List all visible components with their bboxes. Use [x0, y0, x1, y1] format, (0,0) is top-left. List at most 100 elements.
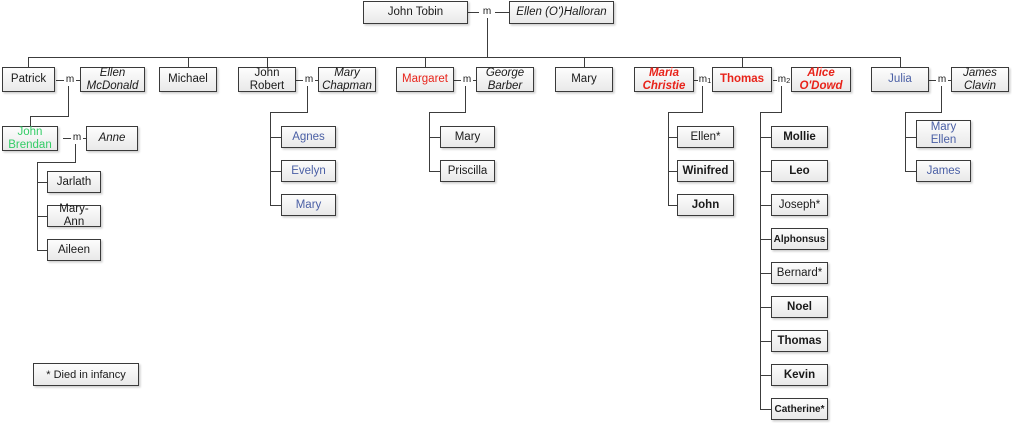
connector-patrick-marriage-left: [56, 80, 65, 81]
person-john-robert[interactable]: John Robert: [238, 67, 296, 92]
connector-jb-child-jarlath: [37, 182, 47, 183]
connector-patrick-marriage-right: [75, 80, 80, 81]
person-patrick[interactable]: Patrick: [2, 67, 55, 92]
connector-m1-child-john: [668, 205, 677, 206]
person-john-child[interactable]: John: [677, 194, 734, 216]
person-george-barber[interactable]: George Barber: [476, 67, 534, 92]
connector-m2-children-bar: [760, 112, 782, 113]
connector-gen1-right: [495, 12, 509, 13]
connector-mg-marriage-right: [472, 80, 476, 81]
connector-patrick-children-bar: [30, 116, 69, 117]
connector-m2-child-catherine: [760, 409, 771, 410]
person-joseph[interactable]: Joseph*: [771, 194, 828, 216]
person-ellen-child[interactable]: Ellen*: [677, 126, 734, 148]
connector-m2-child-bernard: [760, 273, 771, 274]
connector-m1-left: [694, 80, 700, 81]
connector-ju-child-james: [905, 171, 916, 172]
connector-m1-children-trunk: [668, 112, 669, 205]
connector-jr-child-mary: [270, 205, 281, 206]
connector-jb-children-drop: [75, 144, 76, 162]
person-julia[interactable]: Julia: [871, 67, 929, 92]
connector-patrick-children-drop: [68, 86, 69, 116]
person-ellen-mcdonald[interactable]: Ellen McDonald: [80, 67, 145, 92]
person-james-clavin[interactable]: James Clavin: [951, 67, 1009, 92]
person-mary-jr[interactable]: Mary: [281, 194, 336, 216]
marriage-label-john-robert: m: [303, 74, 315, 85]
person-mary-ellen[interactable]: Mary Ellen: [916, 120, 971, 148]
connector-mg-children-trunk: [429, 112, 430, 171]
person-catherine[interactable]: Catherine*: [771, 398, 828, 420]
connector-mg-child-mary: [429, 137, 440, 138]
person-alphonsus[interactable]: Alphonsus: [771, 228, 828, 250]
connector-jb-child-maryann: [37, 216, 47, 217]
connector-m2-child-noel: [760, 307, 771, 308]
connector-m1-children-bar: [668, 112, 703, 113]
connector-m1-children-drop: [702, 86, 703, 112]
connector-mg-marriage-left: [453, 80, 462, 81]
connector-m2-child-mollie: [760, 137, 771, 138]
marriage-label-julia: m: [936, 74, 948, 85]
person-alice-odowd[interactable]: Alice O'Dowd: [791, 67, 851, 92]
person-leo[interactable]: Leo: [771, 160, 828, 182]
marriage-label-m1: m1: [698, 74, 712, 85]
person-john-tobin[interactable]: John Tobin: [363, 1, 468, 24]
connector-ju-child-maryellen: [905, 137, 916, 138]
connector-ju-children-bar: [905, 112, 942, 113]
connector-jb-marriage-right: [82, 138, 86, 139]
person-kevin[interactable]: Kevin: [771, 364, 828, 386]
connector-m2-children-trunk: [760, 112, 761, 409]
connector-m1-child-winifred: [668, 171, 677, 172]
person-mary[interactable]: Mary: [555, 67, 613, 92]
connector-m2-child-joseph: [760, 205, 771, 206]
connector-jr-child-evelyn: [270, 171, 281, 172]
person-mollie[interactable]: Mollie: [771, 126, 828, 148]
connector-ju-marriage-right: [947, 80, 951, 81]
connector-m2-child-thomas: [760, 341, 771, 342]
person-mary-chapman[interactable]: Mary Chapman: [318, 67, 376, 92]
connector-m2-children-drop: [781, 86, 782, 112]
connector-jb-children-bar: [37, 162, 76, 163]
connector-gen1-drop: [487, 18, 488, 57]
connector-jr-children-trunk: [270, 112, 271, 205]
person-jarlath[interactable]: Jarlath: [47, 171, 101, 193]
person-james-child[interactable]: James: [916, 160, 971, 182]
person-evelyn[interactable]: Evelyn: [281, 160, 336, 182]
connector-jb-child-aileen: [37, 250, 47, 251]
person-winifred[interactable]: Winifred: [677, 160, 734, 182]
connector-ju-marriage-left: [928, 80, 936, 81]
person-ellen-ohalloran[interactable]: Ellen (O')Halloran: [509, 1, 614, 24]
connector-jb-children-trunk: [37, 162, 38, 250]
connector-stub-margaret: [425, 57, 426, 67]
person-john-brendan[interactable]: John Brendan: [2, 126, 58, 151]
person-aileen[interactable]: Aileen: [47, 239, 101, 261]
person-thomas-child[interactable]: Thomas: [771, 330, 828, 352]
connector-mg-children-bar: [429, 112, 466, 113]
marriage-label-margaret: m: [461, 74, 473, 85]
connector-stub-mary: [584, 57, 585, 67]
connector-ju-children-trunk: [905, 112, 906, 171]
person-noel[interactable]: Noel: [771, 296, 828, 318]
connector-patrick-child-stub: [30, 116, 31, 126]
connector-stub-patrick: [28, 57, 29, 67]
person-mary-barber[interactable]: Mary: [440, 126, 495, 148]
person-margaret[interactable]: Margaret: [396, 67, 454, 92]
person-michael[interactable]: Michael: [159, 67, 217, 92]
connector-m2-left: [773, 80, 779, 81]
connector-stub-thomas: [742, 57, 743, 67]
marriage-label-m2: m2: [777, 74, 791, 85]
connector-stub-john-robert: [267, 57, 268, 67]
person-bernard[interactable]: Bernard*: [771, 262, 828, 284]
connector-stub-julia: [900, 57, 901, 67]
person-thomas[interactable]: Thomas: [712, 67, 772, 92]
marriage-label-patrick: m: [64, 74, 76, 85]
person-maria-christie[interactable]: Maria Christie: [634, 67, 694, 92]
marriage-label-john-brendan: m: [71, 132, 83, 143]
person-agnes[interactable]: Agnes: [281, 126, 336, 148]
connector-jb-marriage-left: [63, 138, 72, 139]
person-mary-ann[interactable]: Mary-Ann: [47, 203, 101, 228]
connector-gen2-sibling-bar: [28, 57, 900, 58]
connector-stub-michael: [188, 57, 189, 67]
person-priscilla[interactable]: Priscilla: [440, 160, 495, 182]
person-anne[interactable]: Anne: [86, 126, 138, 151]
